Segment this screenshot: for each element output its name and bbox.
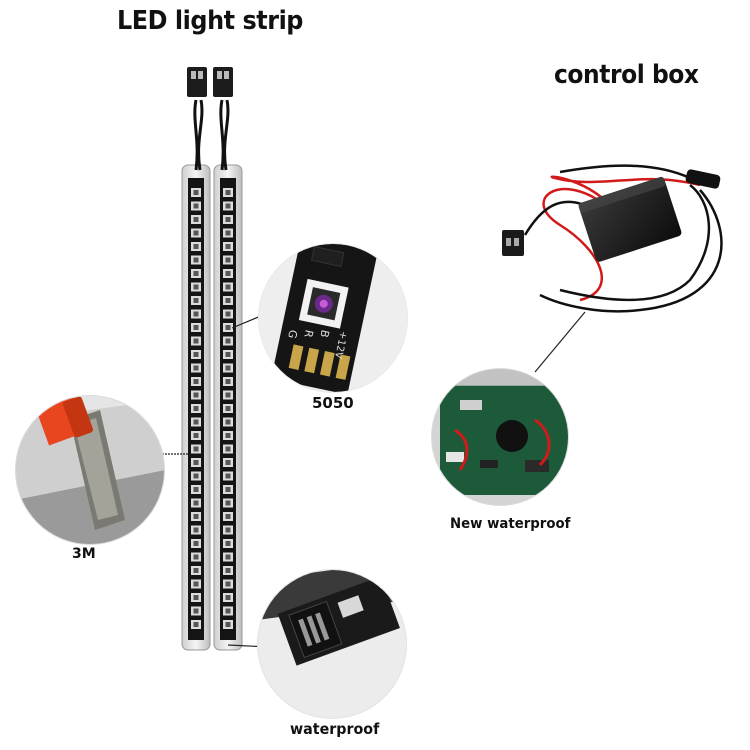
led-chips-right [223, 188, 233, 629]
led-chip-lens [225, 298, 231, 303]
led-chip-lens [225, 554, 231, 560]
led-chip-lens [225, 284, 231, 290]
led-chip-lens [193, 473, 199, 479]
led-chip-lens [225, 379, 231, 384]
led-chip-lens [225, 541, 231, 546]
led-chip-lens [193, 419, 199, 425]
led-chip-lens [225, 568, 231, 573]
chip-marking-g: G [285, 329, 299, 340]
led-chip-lens [225, 271, 231, 276]
led-chip-lens [225, 311, 231, 317]
led-chip-lens [193, 595, 199, 600]
led-chip-lens [193, 622, 199, 627]
led-chip-lens [225, 595, 231, 600]
led-chip-lens [193, 298, 199, 303]
led-chip-lens [225, 487, 231, 492]
led-chip-lens [193, 392, 199, 398]
led-chip-lens [225, 500, 231, 506]
led-chip-lens [193, 541, 199, 546]
led-chip-lens [225, 514, 231, 519]
chip-marking-b: B [317, 329, 331, 339]
led-chip-lens [193, 446, 199, 452]
led-chip-lens [193, 487, 199, 492]
led-chip-lens [193, 460, 199, 465]
led-chip-lens [193, 190, 199, 195]
led-chip-lens [225, 203, 231, 209]
board-closeup [431, 368, 569, 506]
led-chip-lens [193, 311, 199, 317]
led-chip-lens [193, 581, 199, 587]
led-chip-lens [225, 406, 231, 411]
led-chip-lens [225, 257, 231, 263]
led-chip-lens [193, 527, 199, 533]
led-chip-lens [225, 433, 231, 438]
led-chip-lens [193, 338, 199, 344]
strip-connectors [187, 67, 233, 171]
led-chip-lens [225, 217, 231, 222]
led-chip-lens [193, 271, 199, 276]
led-strip-right [213, 164, 243, 651]
led-chip-lens [193, 352, 199, 357]
led-chip-lens [193, 500, 199, 506]
led-chip-lens [225, 392, 231, 398]
led-chip-lens [193, 284, 199, 290]
adhesive-label: 3M [72, 546, 96, 562]
led-chip-lens [225, 352, 231, 357]
control-box-title: control box [554, 60, 699, 90]
led-chip-lens [193, 365, 199, 371]
waterproof-label: waterproof [290, 720, 380, 738]
led-chip-lens [225, 419, 231, 425]
led-chip-lens [225, 325, 231, 330]
led-chip-lens [225, 581, 231, 587]
endcap-closeup [257, 569, 407, 719]
chip-marking-r: R [301, 329, 315, 340]
chip-label: 5050 [312, 394, 354, 412]
led-strip-title: LED light strip [117, 6, 303, 36]
led-chips-left [191, 188, 201, 629]
led-chip-lens [225, 622, 231, 627]
led-chip-lens [193, 379, 199, 384]
led-chip-lens [225, 230, 231, 236]
chip-closeup: G R B +12V [258, 243, 408, 393]
led-chip-lens [193, 554, 199, 560]
control-box [502, 164, 723, 313]
led-chip-lens [193, 514, 199, 519]
led-chip-lens [193, 203, 199, 209]
led-chip-lens [225, 608, 231, 614]
led-chip-lens [225, 527, 231, 533]
adhesive-closeup [15, 395, 165, 545]
led-chip-lens [193, 244, 199, 249]
led-chip-lens [193, 406, 199, 411]
led-chip-lens [225, 460, 231, 465]
new-waterproof-label: New waterproof [450, 516, 571, 532]
led-chip-lens [193, 608, 199, 614]
led-chip-lens [193, 433, 199, 438]
led-chip-lens [193, 230, 199, 236]
led-chip-lens [225, 190, 231, 195]
led-chip-lens [193, 325, 199, 330]
led-strip-left [181, 164, 211, 651]
led-chip-lens [193, 568, 199, 573]
led-chip-lens [225, 338, 231, 344]
led-chip-lens [193, 217, 199, 222]
led-chip-lens [225, 244, 231, 249]
led-chip-lens [225, 473, 231, 479]
led-chip-lens [225, 446, 231, 452]
led-chip-lens [193, 257, 199, 263]
led-chip-lens [225, 365, 231, 371]
